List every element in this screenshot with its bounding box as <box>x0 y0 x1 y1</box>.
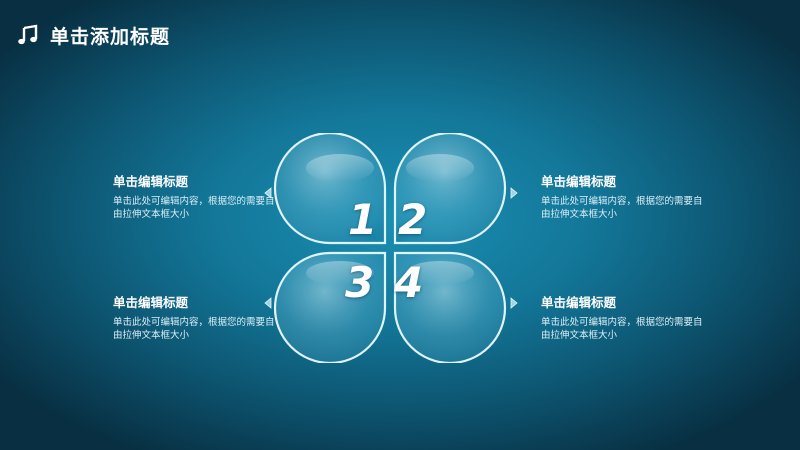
petal-number-1: 1 <box>348 195 378 244</box>
arrow-right-icon <box>510 297 518 309</box>
four-petal-diagram: 1 2 3 4 <box>270 133 510 363</box>
petal-number-4: 4 <box>394 258 424 307</box>
textbox-bottom-left[interactable]: 单击编辑标题 单击此处可编辑内容，根据您的需要自由拉伸文本框大小 <box>113 292 283 342</box>
textbox-body: 单击此处可编辑内容，根据您的需要自由拉伸文本框大小 <box>541 317 703 341</box>
textbox-heading: 单击编辑标题 <box>113 295 189 310</box>
petal-number-3: 3 <box>345 258 375 307</box>
textbox-body: 单击此处可编辑内容，根据您的需要自由拉伸文本框大小 <box>113 317 275 341</box>
textbox-heading: 单击编辑标题 <box>541 295 617 310</box>
textbox-heading: 单击编辑标题 <box>113 174 189 189</box>
textbox-top-left[interactable]: 单击编辑标题 单击此处可编辑内容，根据您的需要自由拉伸文本框大小 <box>113 171 283 221</box>
petal-shapes <box>273 133 507 363</box>
textbox-heading: 单击编辑标题 <box>541 174 617 189</box>
textbox-bottom-right[interactable]: 单击编辑标题 单击此处可编辑内容，根据您的需要自由拉伸文本框大小 <box>541 292 711 342</box>
arrow-left-icon <box>264 297 272 309</box>
title-bar: 单击添加标题 <box>16 20 170 50</box>
music-note-icon <box>18 24 38 45</box>
arrow-left-icon <box>264 187 272 199</box>
slide-title[interactable]: 单击添加标题 <box>50 25 171 48</box>
textbox-body: 单击此处可编辑内容，根据您的需要自由拉伸文本框大小 <box>541 196 703 220</box>
arrow-right-icon <box>510 187 518 199</box>
petal-number-2: 2 <box>398 195 428 244</box>
textbox-top-right[interactable]: 单击编辑标题 单击此处可编辑内容，根据您的需要自由拉伸文本框大小 <box>541 171 711 221</box>
textbox-body: 单击此处可编辑内容，根据您的需要自由拉伸文本框大小 <box>113 196 275 220</box>
